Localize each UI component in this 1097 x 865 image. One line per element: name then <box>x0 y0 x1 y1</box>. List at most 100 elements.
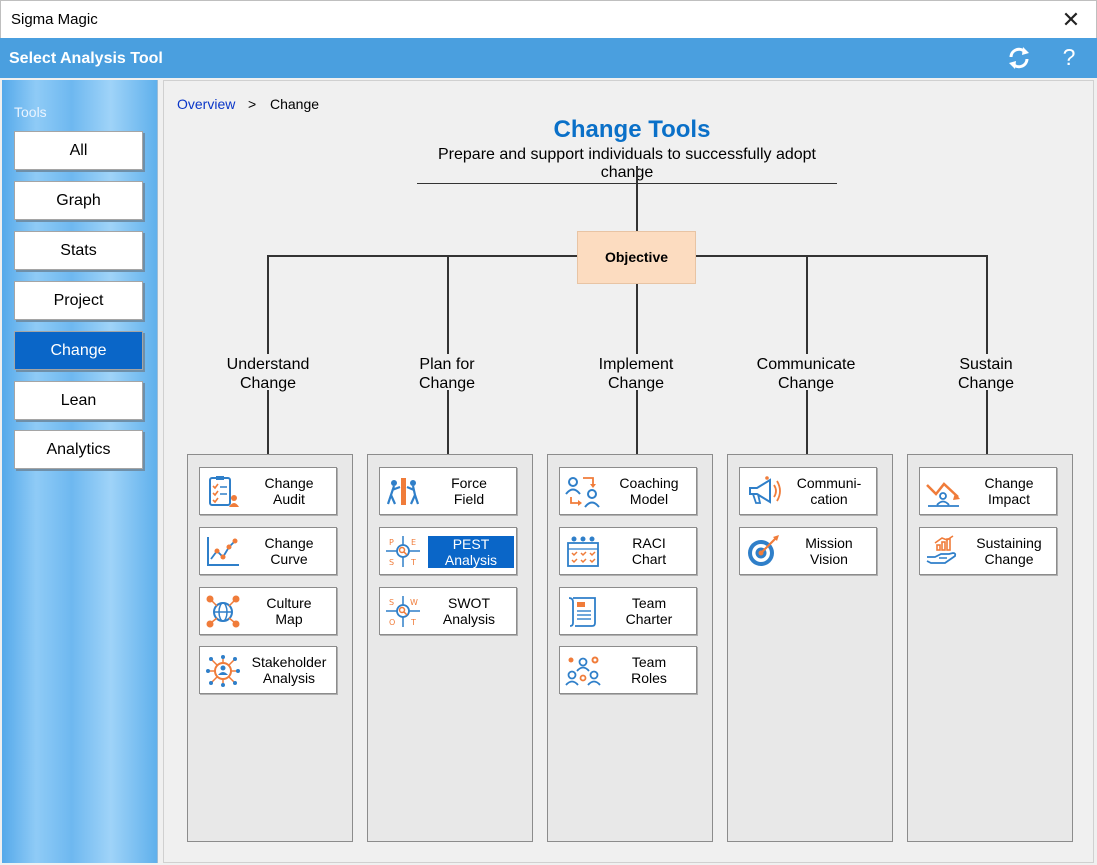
connector-line <box>806 390 808 454</box>
swot-grid-icon: S W O T <box>385 595 421 628</box>
connector-line <box>267 255 269 354</box>
refresh-icon[interactable] <box>1006 45 1032 71</box>
connector-line <box>447 390 449 454</box>
connector-line <box>986 255 988 354</box>
dialog-header: Select Analysis Tool ? <box>0 38 1097 78</box>
tool-communication-button[interactable]: Communi-cation <box>739 467 877 515</box>
team-roles-icon <box>565 654 601 687</box>
help-icon[interactable]: ? <box>1062 44 1076 70</box>
category-label-line: Change <box>418 375 476 392</box>
category-implement-change: Implement Change <box>556 355 716 393</box>
connector-line <box>986 390 988 454</box>
page-title: Change Tools <box>553 116 711 143</box>
sidebar-item-lean[interactable]: Lean <box>14 381 143 420</box>
svg-text:E: E <box>411 538 416 547</box>
sidebar-item-all[interactable]: All <box>14 131 143 170</box>
connector-line <box>696 255 988 257</box>
svg-text:T: T <box>410 558 416 567</box>
category-label-line: Communicate <box>756 356 856 373</box>
category-label-line: Change <box>607 375 665 392</box>
connector-line <box>267 255 577 257</box>
force-push-icon <box>385 475 421 508</box>
connector-line <box>636 166 638 232</box>
tools-label: Tools <box>14 104 47 120</box>
sidebar-item-stats[interactable]: Stats <box>14 231 143 270</box>
connector-line <box>447 255 449 354</box>
charter-scroll-icon <box>565 595 601 628</box>
category-understand-change: Understand Change <box>188 355 348 393</box>
category-plan-for-change: Plan for Change <box>367 355 527 393</box>
coaching-people-icon <box>565 475 601 508</box>
category-communicate-change: Communicate Change <box>726 355 886 393</box>
breadcrumb-overview-link[interactable]: Overview <box>177 96 236 112</box>
category-label-line: Understand <box>226 356 310 373</box>
category-label-line: Sustain <box>959 356 1013 373</box>
category-label-line: Change <box>239 375 297 392</box>
raci-calendar-icon <box>565 535 601 568</box>
sidebar-item-graph[interactable]: Graph <box>14 181 143 220</box>
category-label-line: Change <box>777 375 835 392</box>
connector-line <box>267 390 269 454</box>
svg-text:P: P <box>389 538 394 547</box>
dialog-title: Select Analysis Tool <box>9 50 163 67</box>
connector-line <box>806 255 808 354</box>
close-icon[interactable]: ✕ <box>1061 7 1081 32</box>
category-label-line: Plan for <box>419 356 475 373</box>
impact-chart-icon <box>925 475 961 508</box>
breadcrumb-separator: > <box>248 96 257 112</box>
hand-growth-icon <box>925 535 961 568</box>
sidebar-item-change[interactable]: Change <box>14 331 143 370</box>
page-subtitle: Prepare and support individuals to succe… <box>417 146 837 184</box>
pest-grid-icon: P E S T <box>385 535 421 568</box>
window-titlebar: Sigma Magic ✕ <box>0 0 1097 38</box>
megaphone-icon <box>745 475 781 508</box>
target-icon <box>745 535 781 568</box>
sidebar-item-project[interactable]: Project <box>14 281 143 320</box>
tool-label: Communi-cation <box>796 475 862 507</box>
clipboard-checklist-icon <box>205 475 241 508</box>
objective-box: Objective <box>577 231 696 284</box>
svg-text:T: T <box>410 618 416 627</box>
window-title: Sigma Magic <box>11 11 98 28</box>
category-label-line: Change <box>957 375 1015 392</box>
connector-line <box>636 284 638 354</box>
sidebar-item-analytics[interactable]: Analytics <box>14 430 143 469</box>
svg-text:O: O <box>389 618 395 627</box>
svg-text:S: S <box>389 598 394 607</box>
line-chart-icon <box>205 535 241 568</box>
main-panel: Overview > Change Change Tools Prepare a… <box>163 80 1094 863</box>
connector-line <box>636 390 638 454</box>
breadcrumb-current: Change <box>270 96 320 112</box>
svg-text:W: W <box>410 598 418 607</box>
